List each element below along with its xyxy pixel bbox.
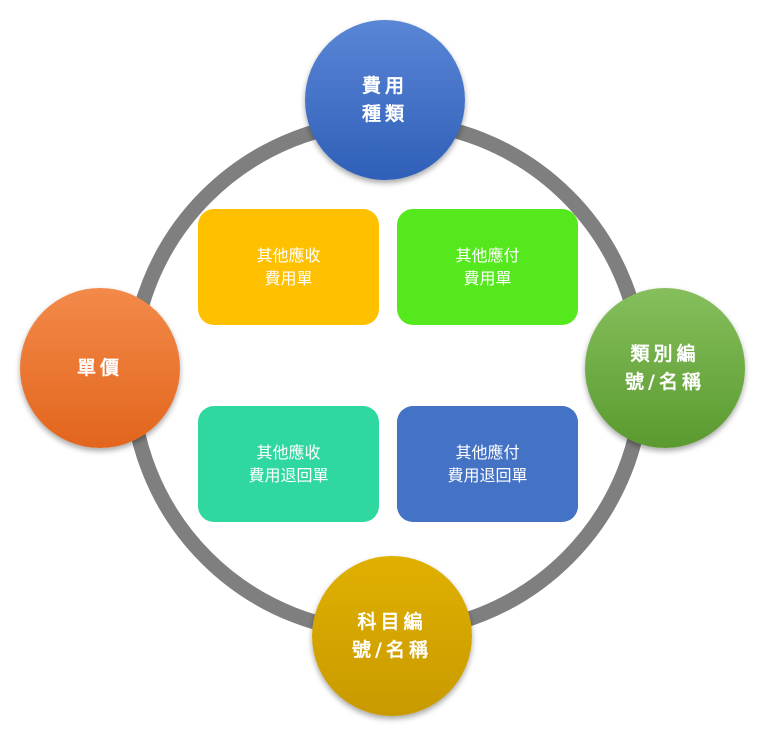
node-account-code-name: 科目編 號/名稱	[312, 556, 472, 716]
node-category-code-name: 類別編 號/名稱	[585, 288, 745, 448]
node-unit-price: 單價	[20, 288, 180, 448]
box-other-receivable-expense: 其他應收 費用單	[198, 209, 379, 325]
box-other-payable-return: 其他應付 費用退回單	[397, 406, 578, 522]
box-other-payable-expense: 其他應付 費用單	[397, 209, 578, 325]
node-expense-type: 費用 種類	[305, 20, 465, 180]
box-other-receivable-return: 其他應收 費用退回單	[198, 406, 379, 522]
